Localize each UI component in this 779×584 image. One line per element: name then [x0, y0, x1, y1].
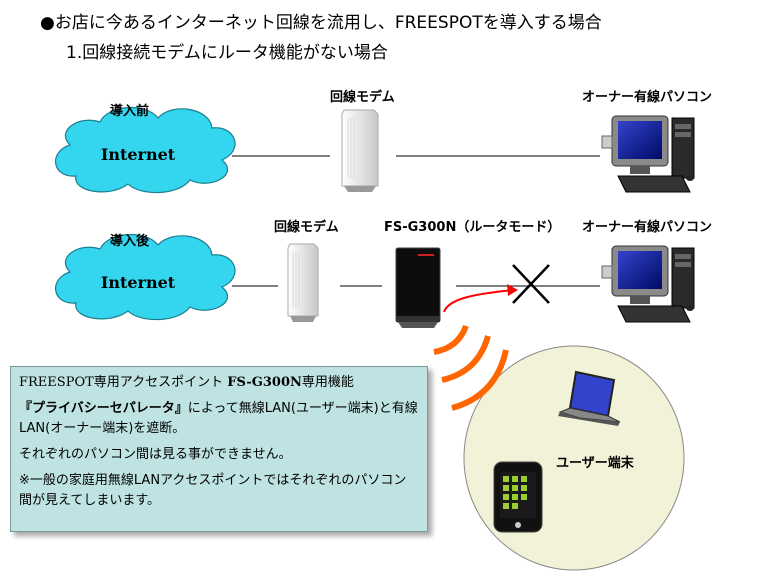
sub-title: 1.回線接続モデムにルータ機能がない場合: [66, 43, 388, 63]
pc-label-before: オーナー有線パソコン: [582, 90, 713, 105]
blocked-x-mark: [512, 264, 550, 304]
modem-label-before: 回線モデム: [330, 90, 395, 105]
cloud-label-before: Internet: [101, 145, 176, 164]
info-line-2-bold: 『プライバシーセパレータ』: [19, 401, 188, 416]
smartphone-icon: [493, 461, 543, 533]
info-line-1-suffix: 専用機能: [301, 375, 354, 390]
info-line-2-rest: によって無線LAN(ユーザー端末)と有線LAN(オーナー端末)を遮断。: [19, 401, 418, 436]
modem-icon-after: [287, 243, 319, 322]
owner-pc-icon-after: [601, 245, 695, 323]
info-line-3: それぞれのパソコン間は見る事ができません。: [19, 447, 292, 462]
modem-icon-before: [341, 109, 379, 192]
info-line-1-prefix: FREESPOT専用アクセスポイント: [19, 375, 228, 390]
main-title: ●お店に今あるインターネット回線を流用し、FREESPOTを導入する場合: [40, 13, 602, 33]
cloud-label-after: Internet: [101, 273, 176, 292]
info-line-1: FREESPOT専用アクセスポイント FS-G300N専用機能: [19, 373, 419, 393]
blocked-arrow: [443, 284, 518, 313]
internet-cloud-after: [54, 233, 236, 321]
user-terminal-label: ユーザー端末: [556, 456, 634, 471]
wireless-signal-icon: [433, 324, 509, 411]
pc-label-after: オーナー有線パソコン: [582, 220, 713, 235]
router-icon: [395, 247, 441, 328]
laptop-icon: [558, 370, 621, 426]
info-line-2: 『プライバシーセパレータ』によって無線LAN(ユーザー端末)と有線LAN(オーナ…: [19, 399, 419, 439]
modem-label-after: 回線モデム: [274, 220, 339, 235]
info-line-4: ※一般の家庭用無線LANアクセスポイントではそれぞれのパソコン間が見えてしまいま…: [19, 473, 407, 508]
info-line-1-model: FS-G300N: [227, 375, 302, 390]
info-box: FREESPOT専用アクセスポイント FS-G300N専用機能 『プライバシーセ…: [10, 366, 428, 532]
router-label: FS-G300N（ルータモード）: [384, 220, 561, 235]
before-label: 導入前: [110, 104, 150, 119]
internet-cloud-before: [54, 106, 236, 194]
owner-pc-icon-before: [601, 115, 695, 193]
after-label: 導入後: [110, 234, 150, 249]
